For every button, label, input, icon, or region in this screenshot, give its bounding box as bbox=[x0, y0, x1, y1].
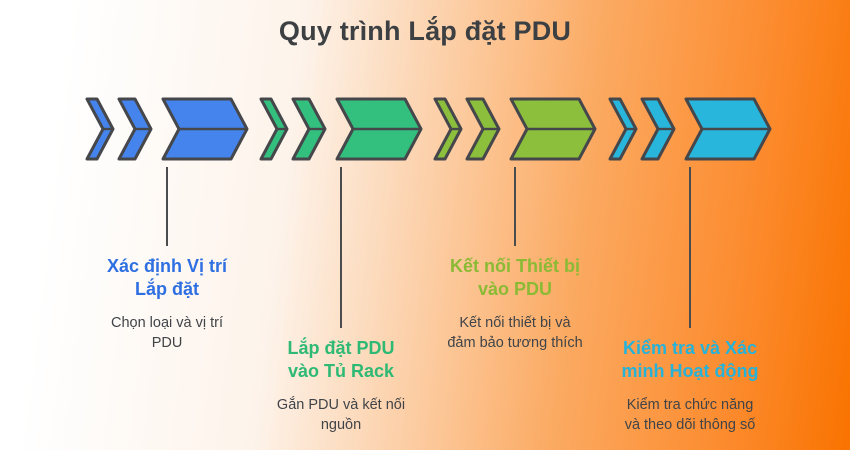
connector-line bbox=[340, 167, 342, 328]
step-4-description-line: và theo dõi thông số bbox=[624, 417, 756, 434]
step-1-description-line: PDU bbox=[151, 335, 183, 352]
step-4-heading-line: Kiểm tra và Xác bbox=[622, 338, 758, 358]
step-1-text: Xác định Vị trí Lắp đặt Chọn loại và vị … bbox=[78, 255, 256, 354]
step-3-heading: Kết nối Thiết bị vào PDU bbox=[426, 255, 604, 301]
step-4-description-line: Kiểm tra chức năng bbox=[626, 397, 754, 414]
step-2-description-line: nguồn bbox=[320, 417, 362, 434]
step-3-text: Kết nối Thiết bị vào PDU Kết nối thiết b… bbox=[426, 255, 604, 354]
step-2-heading-line: Lắp đặt PDU bbox=[287, 338, 395, 358]
step-1-description-line: Chọn loại và vị trí bbox=[110, 315, 224, 332]
triple-chevron-arrow-icon bbox=[608, 97, 772, 161]
step-3-description: Kết nối thiết bị và đảm bảo tương thích bbox=[426, 313, 604, 354]
step-2-heading: Lắp đặt PDU vào Tủ Rack bbox=[252, 337, 430, 383]
step-4-heading-line: minh Hoạt động bbox=[621, 361, 759, 382]
step-2-text: Lắp đặt PDU vào Tủ Rack Gắn PDU và kết n… bbox=[252, 337, 430, 436]
step-3-description-line: đảm bảo tương thích bbox=[447, 335, 583, 352]
step-4-description: Kiểm tra chức năng và theo dõi thông số bbox=[601, 395, 779, 436]
connector-line bbox=[514, 167, 516, 246]
page-title: Quy trình Lắp đặt PDU bbox=[278, 16, 572, 46]
step-1-heading: Xác định Vị trí Lắp đặt bbox=[78, 255, 256, 301]
step-2-heading-line: vào Tủ Rack bbox=[287, 361, 395, 382]
step-1-heading-line: Xác định Vị trí bbox=[106, 256, 228, 276]
step-3-description-line: Kết nối thiết bị và bbox=[459, 315, 571, 332]
step-3-heading-line: vào PDU bbox=[477, 279, 553, 300]
triple-chevron-arrow-icon bbox=[259, 97, 423, 161]
step-1-heading-line: Lắp đặt bbox=[134, 279, 199, 300]
step-4-heading: Kiểm tra và Xác minh Hoạt động bbox=[601, 337, 779, 383]
step-2-description-line: Gắn PDU và kết nối bbox=[276, 397, 406, 414]
step-2-description: Gắn PDU và kết nối nguồn bbox=[252, 395, 430, 436]
step-3-group: Kết nối Thiết bị vào PDU Kết nối thiết b… bbox=[433, 97, 597, 437]
connector-line bbox=[689, 167, 691, 328]
step-4-group: Kiểm tra và Xác minh Hoạt động Kiểm tra … bbox=[608, 97, 772, 437]
step-2-group: Lắp đặt PDU vào Tủ Rack Gắn PDU và kết n… bbox=[259, 97, 423, 437]
connector-line bbox=[166, 167, 168, 246]
triple-chevron-arrow-icon bbox=[433, 97, 597, 161]
triple-chevron-arrow-icon bbox=[85, 97, 249, 161]
step-1-group: Xác định Vị trí Lắp đặt Chọn loại và vị … bbox=[85, 97, 249, 437]
step-1-description: Chọn loại và vị trí PDU bbox=[78, 313, 256, 354]
step-3-heading-line: Kết nối Thiết bị bbox=[450, 256, 580, 276]
step-4-text: Kiểm tra và Xác minh Hoạt động Kiểm tra … bbox=[601, 337, 779, 436]
